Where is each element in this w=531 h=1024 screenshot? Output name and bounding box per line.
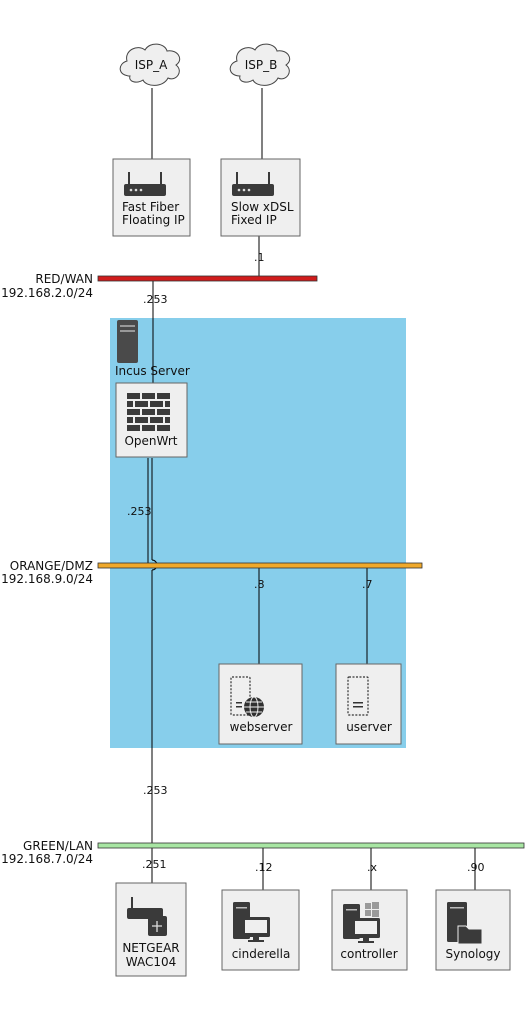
node-label-line1: NETGEAR — [122, 941, 179, 955]
cloud-isp-b: ISP_B — [229, 43, 291, 86]
router-slow-xdsl: Slow xDSL Fixed IP — [220, 158, 301, 237]
addr-userver: .7 — [362, 578, 373, 591]
node-label: Synology — [445, 947, 500, 961]
incus-server-label: Incus Server — [115, 364, 190, 378]
firewall-label: OpenWrt — [124, 434, 177, 448]
node-netgear: NETGEAR WAC104 — [115, 882, 187, 977]
lan-bar — [97, 842, 525, 849]
access-point-icon — [127, 897, 167, 936]
dmz-subnet: 192.168.9.0/24 — [1, 572, 93, 586]
server-icon — [347, 676, 369, 716]
addr-wan-router: .1 — [254, 251, 265, 264]
router-label-line2: Floating IP — [122, 213, 185, 227]
cloud-isp-a: ISP_A — [119, 43, 181, 86]
wan-label: RED/WAN — [35, 272, 93, 286]
nas-storage-icon — [447, 902, 483, 945]
firewall-brick-icon — [127, 393, 170, 431]
cloud-label: ISP_A — [135, 58, 168, 72]
node-label: webserver — [230, 720, 293, 734]
cloud-label: ISP_B — [245, 58, 278, 72]
node-controller: controller — [331, 889, 408, 971]
addr-webserver: .8 — [254, 578, 265, 591]
wan-subnet: 192.168.2.0/24 — [1, 286, 93, 300]
openwrt-firewall: OpenWrt — [115, 382, 188, 458]
router-fast-fiber: Fast Fiber Floating IP — [112, 158, 191, 237]
node-label-line2: WAC104 — [126, 955, 177, 969]
addr-cinderella: .12 — [255, 861, 273, 874]
addr-netgear: .251 — [142, 858, 167, 871]
windows-computer-icon — [343, 902, 380, 943]
router-icon — [232, 172, 274, 196]
wan-bar — [97, 275, 318, 282]
server-tower-icon — [117, 320, 138, 363]
dmz-label: ORANGE/DMZ — [10, 559, 93, 573]
node-synology: Synology — [435, 889, 511, 971]
router-icon — [124, 172, 166, 196]
node-label: cinderella — [232, 947, 291, 961]
node-webserver: webserver — [218, 663, 303, 745]
router-label-line1: Slow xDSL — [231, 200, 294, 214]
link-lines — [147, 88, 476, 891]
node-label: userver — [346, 720, 392, 734]
router-label-line1: Fast Fiber — [122, 200, 179, 214]
addr-wan-fw: .253 — [143, 293, 168, 306]
lan-subnet: 192.168.7.0/24 — [1, 852, 93, 866]
web-server-icon — [230, 676, 264, 718]
lan-label: GREEN/LAN — [23, 839, 93, 853]
node-label: controller — [340, 947, 397, 961]
node-cinderella: cinderella — [221, 889, 300, 971]
desktop-computer-icon — [233, 902, 270, 942]
node-userver: userver — [335, 663, 402, 745]
addr-dmz-fw: .253 — [127, 505, 152, 518]
addr-controller: .x — [367, 861, 377, 874]
addr-lan-fw: .253 — [143, 784, 168, 797]
dmz-bar — [97, 562, 423, 569]
router-label-line2: Fixed IP — [231, 213, 277, 227]
addr-synology: .90 — [467, 861, 485, 874]
